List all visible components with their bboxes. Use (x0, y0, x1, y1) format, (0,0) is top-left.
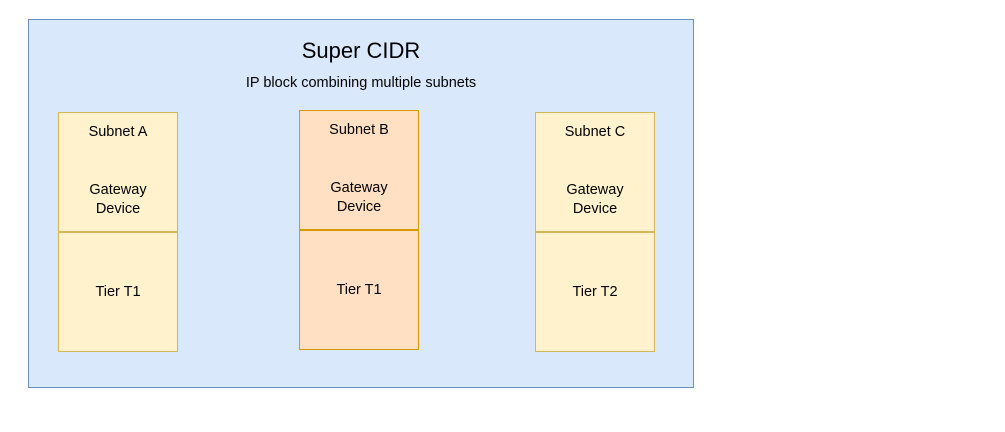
subnet-card-c-device-line1: Gateway (566, 182, 624, 198)
subnet-card-a-tier: Tier T1 (95, 284, 141, 300)
subnet-card-c-device-line2: Device (572, 201, 618, 217)
subnet-card-b-header[interactable]: Subnet B Gateway Device (299, 110, 419, 230)
subnet-card-a-name: Subnet A (88, 124, 148, 140)
subnet-card-a[interactable]: Subnet A Gateway Device Tier T1 (58, 112, 178, 352)
subnet-card-c-name: Subnet C (564, 124, 626, 140)
subnet-card-c-header[interactable]: Subnet C Gateway Device (535, 112, 655, 232)
subnet-card-a-tier-section[interactable]: Tier T1 (58, 232, 178, 352)
subnet-card-c-device: Gateway Device (536, 181, 654, 219)
subnet-card-a-header[interactable]: Subnet A Gateway Device (58, 112, 178, 232)
subnet-card-a-device-line2: Device (95, 201, 141, 217)
subnet-card-b-name: Subnet B (329, 122, 389, 138)
subnet-card-b-device-line1: Gateway (330, 180, 388, 196)
subnet-card-b[interactable]: Subnet B Gateway Device Tier T1 (299, 110, 419, 350)
subnet-card-b-tier-section[interactable]: Tier T1 (299, 230, 419, 350)
super-cidr-title: Super CIDR (301, 38, 421, 63)
subnet-card-c-tier-section[interactable]: Tier T2 (535, 232, 655, 352)
subnet-card-a-device: Gateway Device (59, 181, 177, 219)
subnet-card-b-tier: Tier T1 (336, 282, 382, 298)
subnet-card-b-device-line2: Device (336, 199, 382, 215)
subnet-card-a-device-line1: Gateway (89, 182, 147, 198)
subnet-card-b-device: Gateway Device (300, 179, 418, 217)
subnet-card-c[interactable]: Subnet C Gateway Device Tier T2 (535, 112, 655, 352)
super-cidr-subtitle: IP block combining multiple subnets (245, 75, 477, 91)
subnet-card-c-tier: Tier T2 (572, 284, 618, 300)
